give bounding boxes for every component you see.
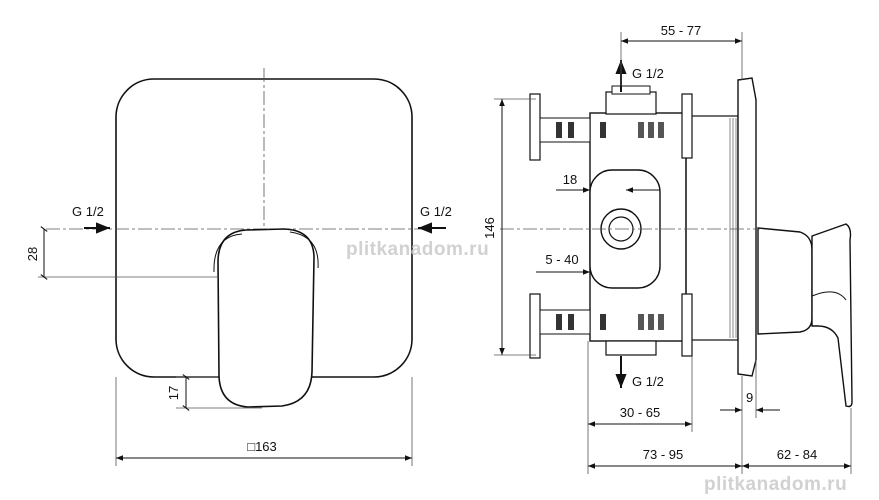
wall-flange bbox=[737, 77, 757, 377]
lever-inner-contour bbox=[213, 233, 243, 273]
dim-73-95-label: 73 - 95 bbox=[643, 447, 683, 462]
side-view: G 1/2 G 1/2 55 - 77 146 18 5 - 40 30 - 6… bbox=[482, 23, 853, 474]
watermark-bottom: plitkanadom.ru bbox=[704, 474, 847, 495]
dim-62-84-label: 62 - 84 bbox=[777, 447, 817, 462]
bottom-fitting bbox=[605, 340, 657, 356]
dim-28-label: 28 bbox=[25, 247, 40, 261]
label-g-top: G 1/2 bbox=[632, 66, 664, 81]
dim-146-label: 146 bbox=[482, 217, 497, 239]
thread-lines bbox=[729, 118, 737, 338]
dim-5-40-label: 5 - 40 bbox=[545, 252, 578, 267]
handle-lever-profile bbox=[811, 223, 853, 408]
clamp-bottom bbox=[529, 293, 693, 359]
lever-handle bbox=[217, 228, 315, 408]
dim-9-label: 9 bbox=[746, 390, 753, 405]
label-g-left: G 1/2 bbox=[72, 204, 104, 219]
front-view: G 1/2 G 1/2 28 17 □163 bbox=[25, 68, 452, 466]
label-g-bottom: G 1/2 bbox=[632, 374, 664, 389]
dim-30-65-label: 30 - 65 bbox=[620, 405, 660, 420]
dim-55-77-label: 55 - 77 bbox=[661, 23, 701, 38]
watermark-center: plitkanadom.ru bbox=[346, 239, 489, 260]
clamp-top bbox=[529, 93, 693, 161]
top-fitting bbox=[605, 91, 657, 115]
handle-base bbox=[757, 227, 813, 335]
dim-17-label: 17 bbox=[166, 386, 181, 400]
dim-18-label: 18 bbox=[563, 172, 577, 187]
label-g-right: G 1/2 bbox=[420, 204, 452, 219]
dim-163-label: □163 bbox=[247, 439, 277, 454]
